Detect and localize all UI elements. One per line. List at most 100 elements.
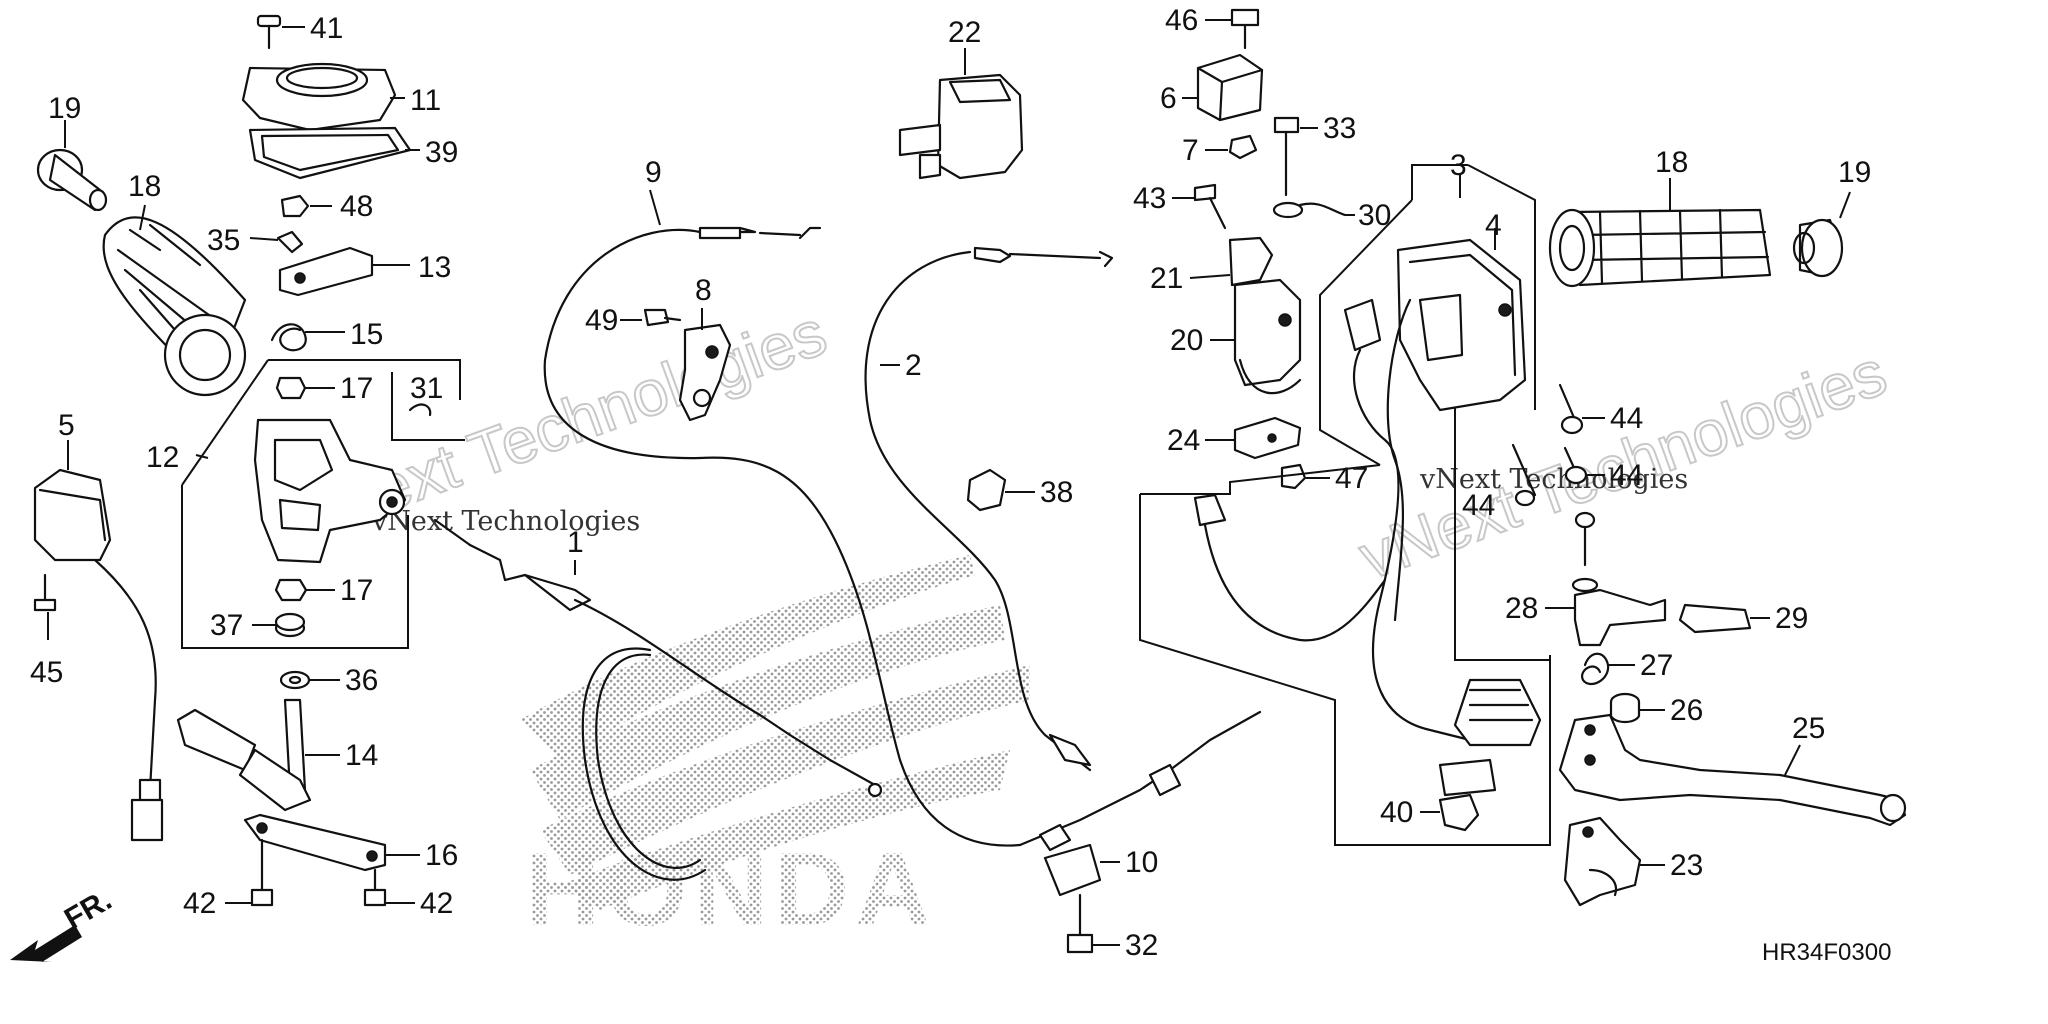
callout-45: 45: [30, 656, 63, 689]
part-5-switch: [33, 440, 164, 842]
callout-42-right: 42: [420, 887, 453, 920]
callout-4: 4: [1485, 209, 1502, 242]
front-direction-arrow: [10, 925, 82, 962]
callout-15: 15: [350, 318, 383, 351]
part-36-washer: [279, 670, 340, 690]
part-44-bolt-middle: [1563, 446, 1605, 485]
callout-33: 33: [1323, 112, 1356, 145]
part-throttle-housing: [253, 418, 407, 564]
callout-8: 8: [695, 274, 712, 307]
part-44-bolt-lower: [1511, 443, 1537, 507]
callout-31: 31: [410, 372, 443, 405]
part-48-nut: [280, 194, 332, 218]
part-2-cable: [864, 246, 1114, 772]
callout-44-lower: 44: [1462, 489, 1495, 522]
callout-36: 36: [345, 664, 378, 697]
part-1-throttle-cable: [433, 518, 883, 881]
callout-38: 38: [1040, 476, 1073, 509]
callout-7: 7: [1182, 134, 1199, 167]
callout-13: 13: [418, 251, 451, 284]
callout-10: 10: [1125, 846, 1158, 879]
callout-22: 22: [948, 16, 981, 49]
callout-41: 41: [310, 12, 343, 45]
part-12-assembly-frame: [181, 359, 461, 649]
callout-48: 48: [340, 190, 373, 223]
callout-29: 29: [1775, 602, 1808, 635]
callout-27: 27: [1640, 649, 1673, 682]
part-3-switch-assembly-frame: [1139, 164, 1551, 846]
callout-39: 39: [425, 136, 458, 169]
callout-35: 35: [207, 224, 240, 257]
part-49-bolt: [620, 308, 682, 327]
callout-16: 16: [425, 839, 458, 872]
part-16-plate: [243, 813, 420, 872]
callout-26: 26: [1670, 694, 1703, 727]
part-45-screw: [33, 573, 57, 640]
part-24-plate: [1205, 416, 1302, 460]
callout-32: 32: [1125, 929, 1158, 962]
part-26-pivot: [1609, 692, 1665, 724]
part-43-screw: [1172, 183, 1227, 230]
watermark-right-small: vNext Technologies: [1419, 464, 1688, 495]
callout-17-bottom: 17: [340, 574, 373, 607]
callout-18-left: 18: [128, 170, 161, 203]
part-31-pin: [391, 372, 465, 441]
callout-3: 3: [1450, 149, 1467, 182]
part-22-boot: [898, 48, 1024, 180]
callout-1: 1: [567, 526, 584, 559]
part-20-bracket: [1210, 278, 1302, 395]
callout-19-right: 19: [1838, 156, 1871, 189]
part-42-screw-right: [363, 868, 415, 907]
part-14-throttle-lever: [176, 698, 340, 812]
part-41-screw: [256, 14, 305, 50]
part-25-brake-lever: [1558, 713, 1907, 827]
callout-14: 14: [345, 739, 378, 772]
part-7-fuse: [1205, 134, 1258, 160]
part-18-grip-right: [1548, 178, 1772, 288]
callout-28: 28: [1505, 592, 1538, 625]
part-46-bolt: [1205, 8, 1260, 50]
part-15-spring: [270, 323, 345, 352]
part-33-bolt: [1273, 116, 1318, 197]
part-35-clip: [249, 230, 304, 254]
honda-brand-text: HONDA: [525, 832, 936, 948]
part-13-plate: [278, 246, 410, 297]
part-32-bolt: [1066, 893, 1120, 954]
part-bolt-shaft: [1574, 511, 1596, 567]
part-39-gasket: [248, 126, 420, 180]
callout-46: 46: [1165, 4, 1198, 37]
part-40-clip: [1420, 793, 1480, 832]
part-17-collar-top: [275, 376, 335, 400]
part-38-clip: [966, 468, 1035, 512]
callout-17-top: 17: [340, 372, 373, 405]
callout-12: 12: [146, 441, 179, 474]
part-3-switch-harness: [1193, 298, 1542, 797]
callout-6: 6: [1160, 82, 1177, 115]
callout-43: 43: [1133, 182, 1166, 215]
callout-47: 47: [1335, 462, 1368, 495]
part-6-relay: [1182, 53, 1264, 122]
callout-24: 24: [1167, 424, 1200, 457]
diagram-code: HR34F0300: [1762, 939, 1891, 966]
callout-25: 25: [1792, 712, 1825, 745]
callout-44-middle: 44: [1610, 459, 1643, 492]
part-8-bracket: [678, 308, 732, 422]
callout-9: 9: [645, 156, 662, 189]
part-47-nut: [1280, 463, 1330, 490]
part-11-throttle-cover: [241, 62, 405, 132]
callout-11: 11: [410, 84, 441, 117]
callout-23: 23: [1670, 849, 1703, 882]
callout-44-top: 44: [1610, 402, 1643, 435]
part-28-holder: [1545, 577, 1667, 647]
part-18-grip-left: [102, 204, 247, 397]
part-29-pad: [1678, 603, 1770, 634]
callout-2: 2: [905, 349, 922, 382]
callout-21: 21: [1150, 262, 1183, 295]
part-19-end-weight-left: [36, 120, 108, 212]
part-27-spring: [1581, 652, 1635, 686]
part-23-holder: [1563, 816, 1665, 907]
callout-5: 5: [58, 409, 75, 442]
callout-20: 20: [1170, 324, 1203, 357]
part-17-collar-bottom: [274, 578, 335, 602]
